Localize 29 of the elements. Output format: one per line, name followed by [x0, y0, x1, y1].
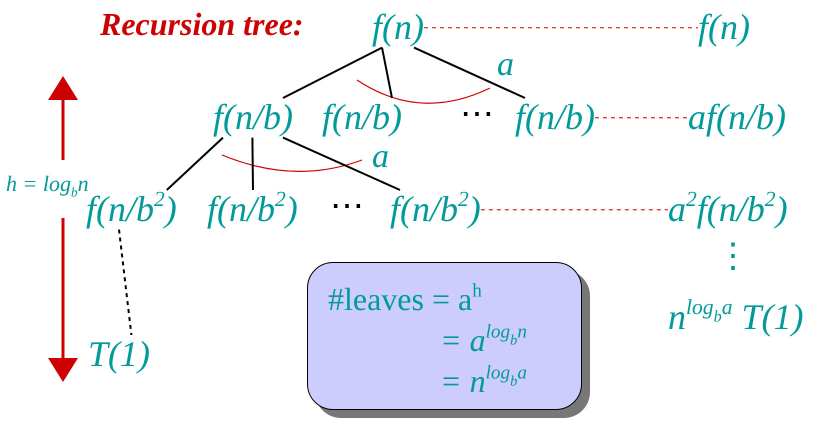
term: f(n): [698, 8, 750, 48]
term: f(n/b): [213, 98, 293, 138]
term: f(n/b): [515, 98, 595, 138]
dashed-line: [480, 209, 668, 210]
term: f(n): [372, 8, 424, 48]
branch-count-label: a: [372, 138, 389, 176]
tree-line: [282, 136, 400, 191]
tree-line: [381, 47, 393, 98]
height-label: h = log$_{b}$n: [6, 172, 89, 196]
term: f(n/b): [322, 98, 402, 138]
term: af(n/b): [688, 98, 786, 138]
vertical-ellipsis: ⋮: [716, 238, 750, 276]
term: f(n/b$^{2}$): [207, 190, 298, 230]
tree-line: [414, 46, 526, 99]
term: f(n/b$^{2}$): [86, 190, 177, 230]
term: a$^{2}$f(n/b$^{2}$): [668, 190, 788, 230]
ellipsis: ⋯: [330, 188, 364, 226]
dashed-line: [423, 27, 698, 28]
ellipsis: ⋯: [460, 96, 494, 134]
term: f(n/b$^{2}$): [390, 190, 481, 230]
tree-line: [166, 136, 224, 191]
branch-count-label: a: [497, 46, 514, 84]
term: T(1): [88, 335, 150, 375]
tree-line: [251, 138, 254, 190]
dashed-line: [594, 117, 688, 118]
tree-line: [282, 46, 382, 99]
title: Recursion tree:: [100, 6, 304, 43]
dashed-line: [118, 229, 132, 336]
formula: #leaves = a$^{h}$: [328, 281, 483, 318]
